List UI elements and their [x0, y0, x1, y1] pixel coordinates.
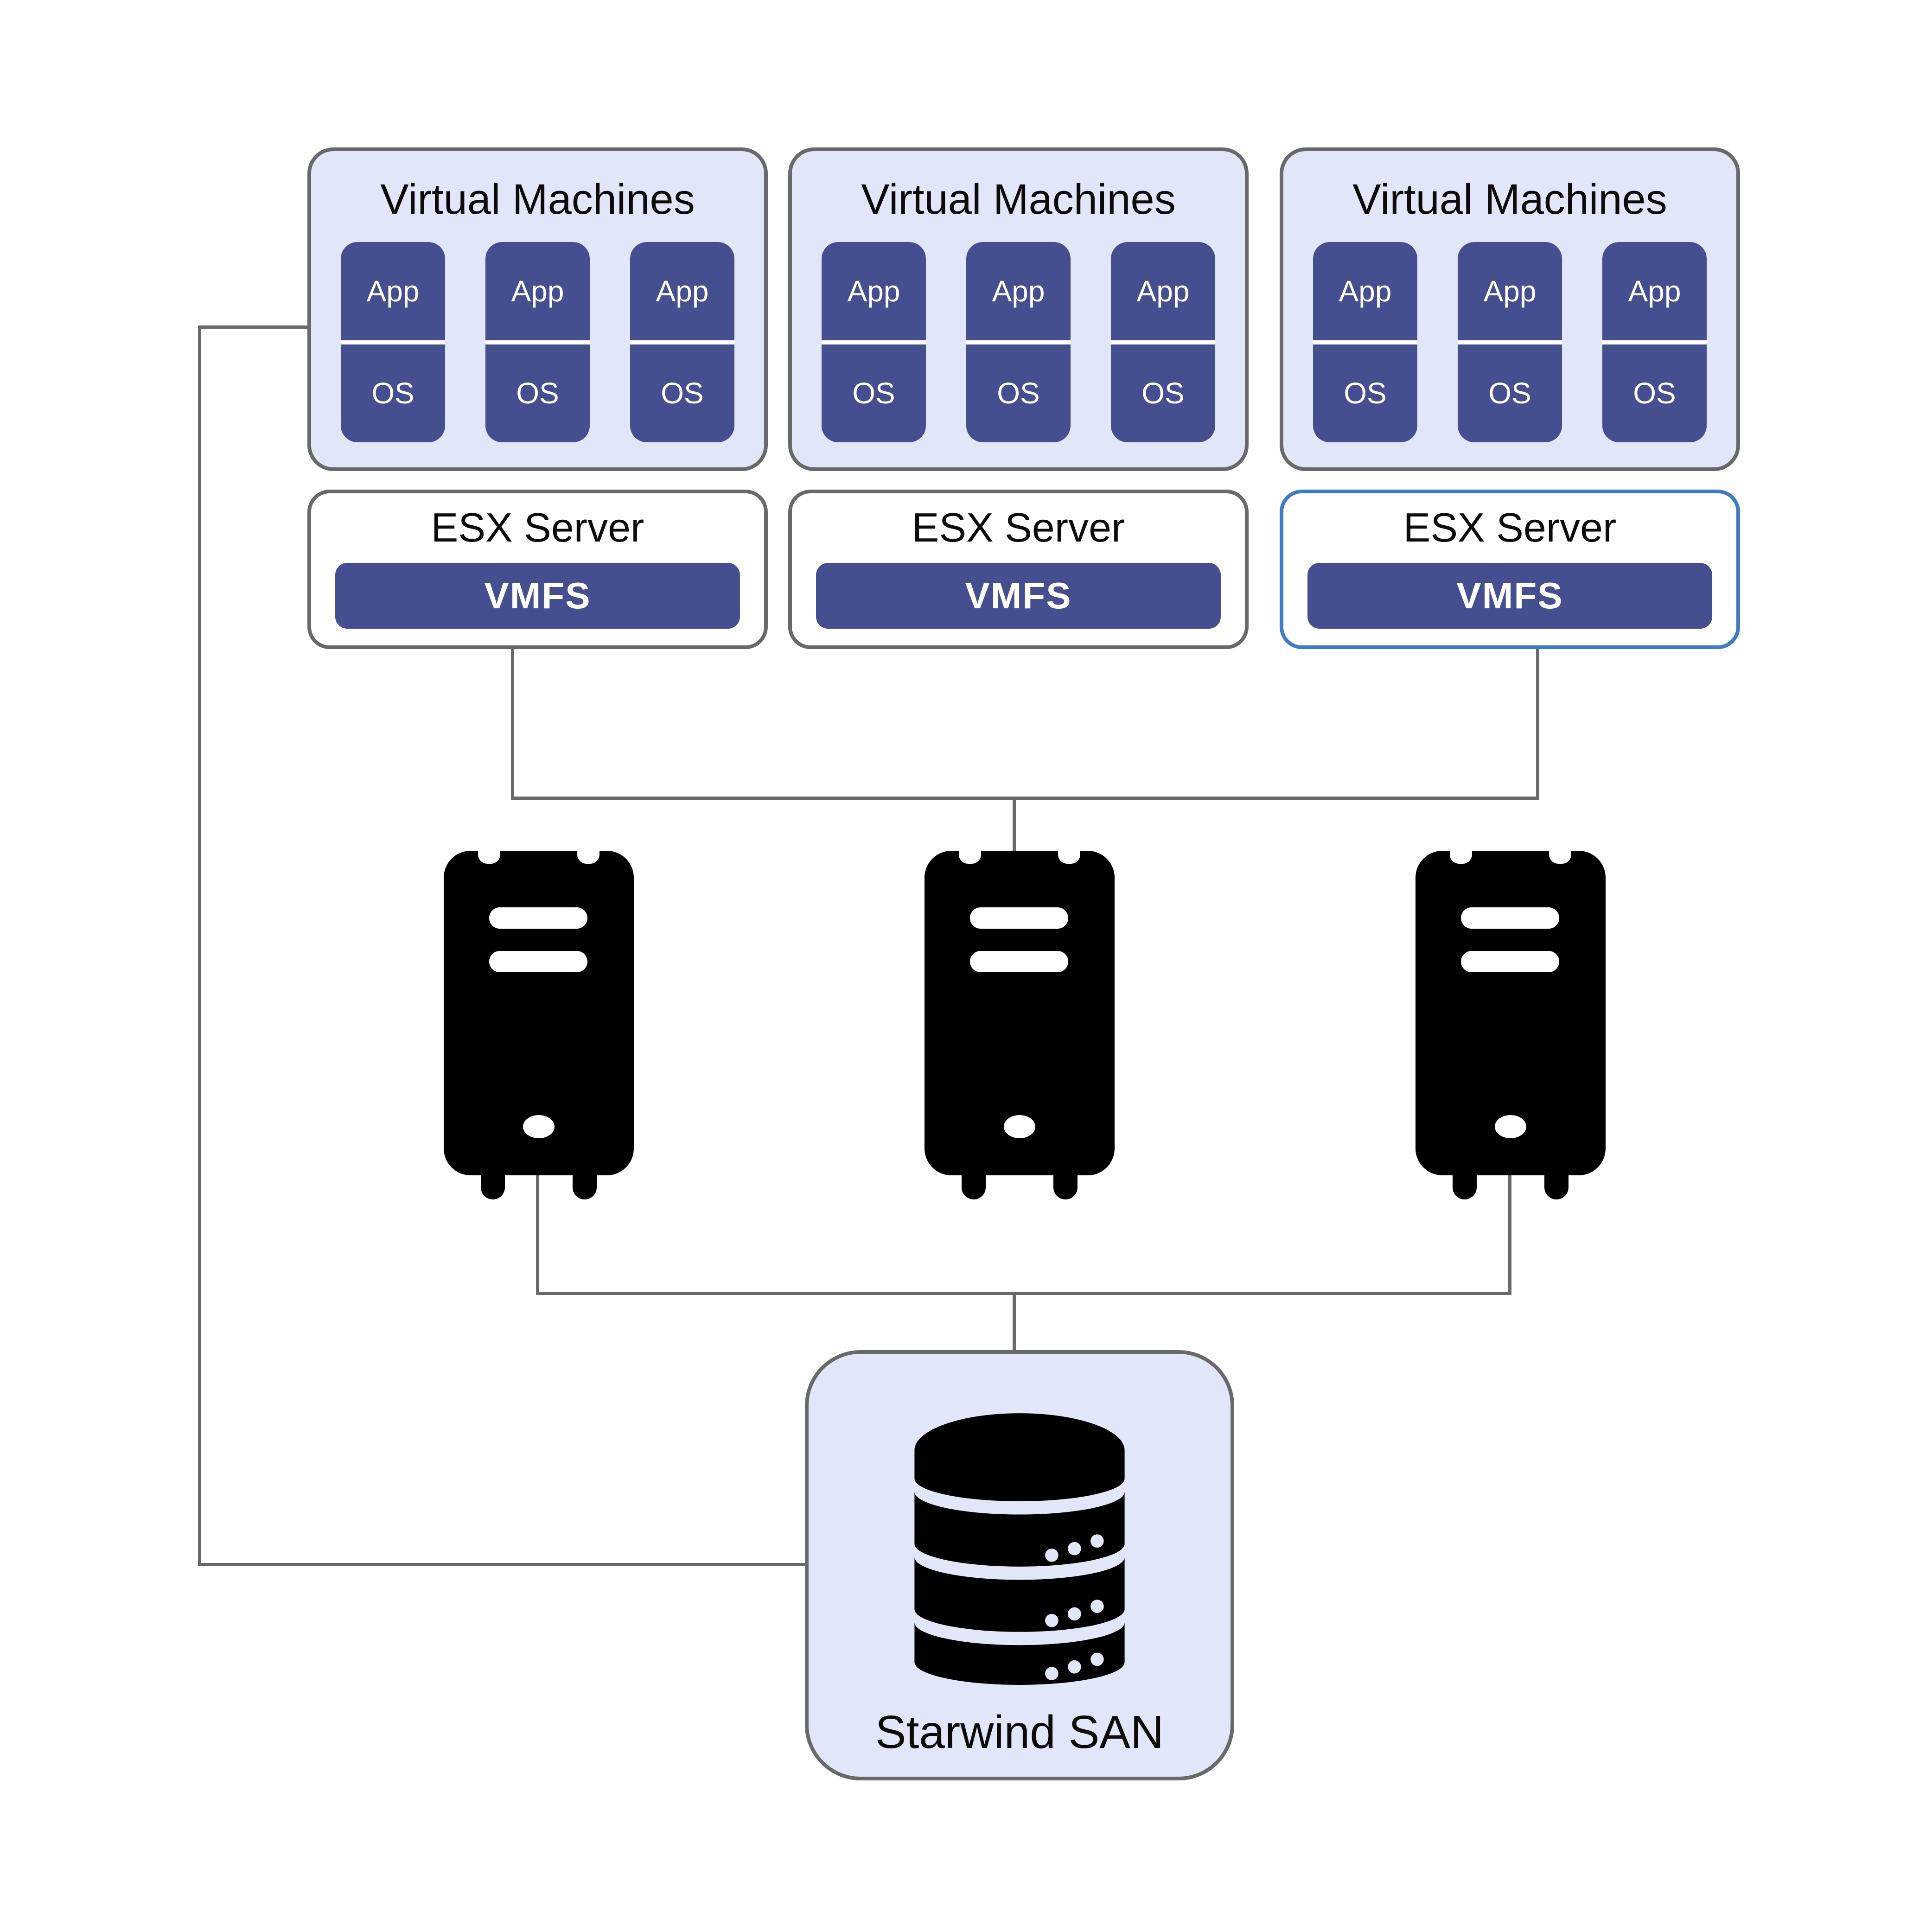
- connector-host1-drop: [536, 1164, 539, 1295]
- vm-os-label: OS: [1633, 376, 1676, 410]
- vm-os-label: OS: [997, 376, 1040, 410]
- vm-os-label: OS: [1141, 376, 1185, 410]
- vm-app-label: App: [992, 274, 1045, 308]
- vm-card: App OS: [1111, 242, 1215, 442]
- app-os-divider: [1602, 340, 1707, 344]
- vm-card: App OS: [1458, 242, 1562, 442]
- vmfs-bar: VMFS: [1307, 563, 1712, 629]
- vm-group-title: Virtual Machines: [380, 176, 695, 223]
- esx-server-title: ESX Server: [912, 504, 1125, 550]
- vm-card-row: App OS App OS App OS: [1283, 242, 1736, 442]
- vm-card: App OS: [1313, 242, 1417, 442]
- vm-os-label: OS: [516, 376, 559, 410]
- server-tower-icon: [1416, 839, 1606, 1199]
- connector-bus-to-host2: [1013, 798, 1016, 854]
- vm-card-row: App OS App OS App OS: [792, 242, 1245, 442]
- connector-san-left-horizontal: [198, 1563, 809, 1566]
- server-tower-icon: [925, 839, 1115, 1199]
- app-os-divider: [1313, 340, 1417, 344]
- vm-group-3: Virtual Machines App OS App OS App OS: [1280, 147, 1740, 471]
- vm-card-row: App OS App OS App OS: [311, 242, 764, 442]
- vm-app-label: App: [1628, 274, 1681, 308]
- app-os-divider: [341, 340, 445, 344]
- connector-san-to-vm1-horizontal: [198, 325, 311, 329]
- connector-san-to-vm1-vertical: [198, 325, 201, 1566]
- vm-os-label: OS: [1488, 376, 1531, 410]
- vm-os-label: OS: [661, 376, 704, 410]
- vm-app-label: App: [656, 274, 709, 308]
- connector-esx-bus: [511, 797, 1539, 800]
- vm-card: App OS: [485, 242, 590, 442]
- vm-app-label: App: [1483, 274, 1537, 308]
- connector-host-bus: [536, 1292, 1511, 1295]
- server-tower-icon: [444, 839, 634, 1199]
- vm-group-2: Virtual Machines App OS App OS App OS: [788, 147, 1249, 471]
- app-os-divider: [630, 340, 734, 344]
- vm-card: App OS: [822, 242, 926, 442]
- esx-server-title: ESX Server: [1403, 504, 1617, 550]
- vm-card: App OS: [630, 242, 734, 442]
- vm-os-label: OS: [1344, 376, 1387, 410]
- vmfs-bar: VMFS: [335, 563, 740, 629]
- vm-app-label: App: [1136, 274, 1190, 308]
- app-os-divider: [1111, 340, 1215, 344]
- vm-app-label: App: [847, 274, 900, 308]
- esx-server-2: ESX Server VMFS: [788, 490, 1249, 649]
- app-os-divider: [1458, 340, 1562, 344]
- vm-card: App OS: [1602, 242, 1707, 442]
- vmfs-bar: VMFS: [816, 563, 1221, 629]
- app-os-divider: [485, 340, 590, 344]
- vm-app-label: App: [366, 274, 420, 308]
- esx-server-3-highlighted: ESX Server VMFS: [1280, 490, 1740, 649]
- app-os-divider: [822, 340, 926, 344]
- vm-group-title: Virtual Machines: [1352, 176, 1667, 223]
- vm-app-label: App: [1339, 274, 1392, 308]
- vm-card: App OS: [966, 242, 1071, 442]
- esx-server-1: ESX Server VMFS: [307, 490, 768, 649]
- vm-app-label: App: [511, 274, 564, 308]
- app-os-divider: [966, 340, 1071, 344]
- database-icon: [914, 1413, 1125, 1685]
- vm-card: App OS: [341, 242, 445, 442]
- connector-esx3-drop: [1536, 648, 1539, 800]
- connector-host3-drop: [1508, 1164, 1511, 1295]
- san-box: Starwind SAN: [805, 1350, 1234, 1780]
- esx-server-title: ESX Server: [431, 504, 644, 550]
- vm-os-label: OS: [852, 376, 895, 410]
- vm-os-label: OS: [371, 376, 414, 410]
- vm-group-title: Virtual Machines: [861, 176, 1176, 223]
- san-label: Starwind SAN: [875, 1706, 1164, 1758]
- vm-group-1: Virtual Machines App OS App OS App OS: [307, 147, 768, 471]
- connector-esx1-drop: [511, 648, 514, 800]
- connector-bus-to-san: [1013, 1294, 1016, 1352]
